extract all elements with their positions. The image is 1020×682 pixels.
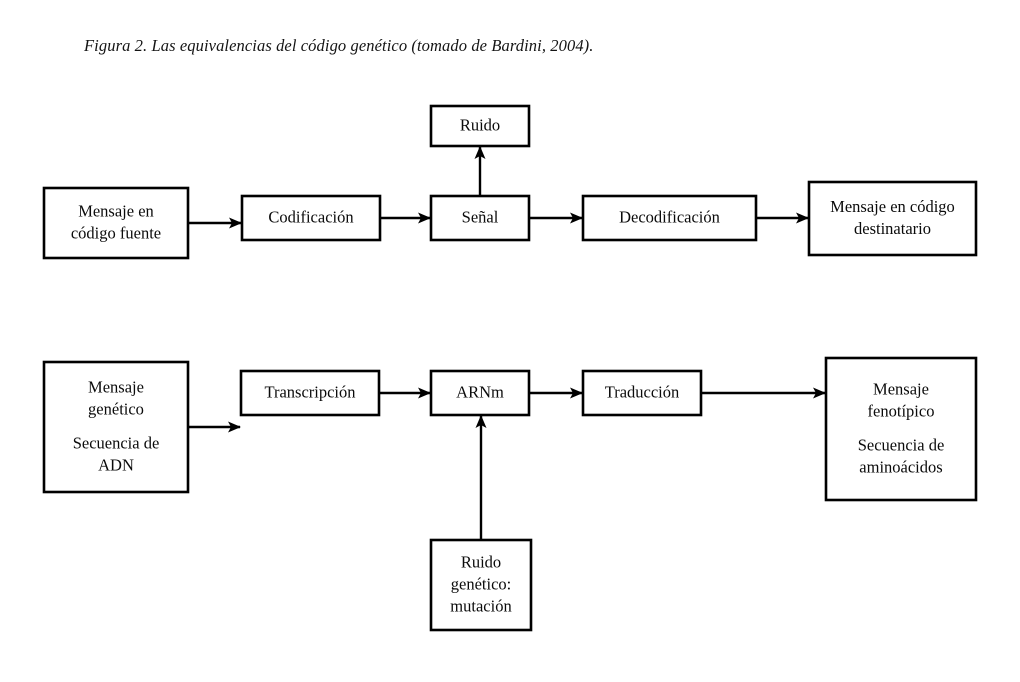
edge-senal-decodificacion <box>529 212 583 224</box>
figure-caption: Figura 2. Las equivalencias del código g… <box>84 36 594 55</box>
node-label-mensaje-fenotipico: Secuencia de <box>858 435 945 454</box>
node-label-ruido: Ruido <box>460 115 500 134</box>
node-label-mensaje-fenotipico: Mensaje <box>873 379 929 398</box>
node-label-ruido-genetico: mutación <box>450 596 511 615</box>
node-box-codificacion[interactable] <box>240 194 382 242</box>
edge-codificacion-senal-arrowhead <box>418 212 431 224</box>
node-label-ruido-genetico: Ruido <box>461 552 501 571</box>
node-label-mensaje-genetico: genético <box>88 399 144 418</box>
node-label-mensaje-genetico: ADN <box>98 455 134 474</box>
edge-traduccion-fenotipico <box>701 387 826 399</box>
edge-ruidogenetico-arnm <box>475 415 487 540</box>
node-label-decodificacion: Decodificación <box>619 207 720 226</box>
node-label-arnm: ARNm <box>456 382 504 401</box>
node-box-mensaje-codigo-fuente[interactable] <box>42 186 190 260</box>
node-box-traduccion[interactable] <box>581 369 703 417</box>
edge-arnm-traduccion <box>529 387 583 399</box>
edge-transcripcion-arnm-arrowhead <box>418 387 431 399</box>
edge-codificacion-senal <box>380 212 431 224</box>
edge-fuente-codificacion-arrowhead <box>229 217 242 229</box>
node-box-ruido-genetico[interactable] <box>429 538 533 632</box>
node-label-mensaje-codigo-destinatario: destinatario <box>854 219 931 238</box>
edge-decodificacion-destinatario-arrowhead <box>796 212 809 224</box>
node-box-mensaje-codigo-destinatario[interactable] <box>807 180 978 257</box>
node-label-transcripcion: Transcripción <box>264 382 355 401</box>
node-ruido[interactable]: Ruido <box>429 104 531 148</box>
edge-genetico-transcripcion <box>188 421 241 433</box>
node-label-ruido-genetico: genético: <box>451 574 511 593</box>
node-box-decodificacion[interactable] <box>581 194 758 242</box>
node-codificacion[interactable]: Codificación <box>240 194 382 242</box>
edge-decodificacion-destinatario <box>756 212 809 224</box>
node-box-ruido[interactable] <box>429 104 531 148</box>
edge-senal-ruido-arrowhead <box>474 146 486 159</box>
node-label-mensaje-fenotipico: aminoácidos <box>859 457 942 476</box>
node-box-mensaje-genetico[interactable] <box>42 360 190 494</box>
node-decodificacion[interactable]: Decodificación <box>581 194 758 242</box>
node-mensaje-codigo-fuente[interactable]: Mensaje en código fuente <box>42 186 190 260</box>
node-label-codificacion: Codificación <box>268 207 353 226</box>
edge-arnm-traduccion-arrowhead <box>570 387 583 399</box>
node-label-mensaje-genetico: Mensaje <box>88 377 144 396</box>
edge-genetico-transcripcion-arrowhead <box>228 421 241 433</box>
node-label-mensaje-codigo-fuente: Mensaje en <box>78 201 154 220</box>
nodes-layer: Mensaje en código fuente Codificación Señal… <box>42 104 978 632</box>
node-traduccion[interactable]: Traducción <box>581 369 703 417</box>
node-ruido-genetico[interactable]: Ruido genético: mutación <box>429 538 533 632</box>
node-box-senal[interactable] <box>429 194 531 242</box>
edges-layer <box>188 146 826 540</box>
node-arnm[interactable]: ARNm <box>429 369 531 417</box>
edge-traduccion-fenotipico-arrowhead <box>813 387 826 399</box>
edge-senal-ruido <box>474 146 486 196</box>
node-label-traduccion: Traducción <box>605 382 680 401</box>
node-box-mensaje-fenotipico[interactable] <box>824 356 978 502</box>
node-label-mensaje-codigo-fuente: código fuente <box>71 223 161 242</box>
node-transcripcion[interactable]: Transcripción <box>239 369 381 417</box>
node-senal[interactable]: Señal <box>429 194 531 242</box>
edge-transcripcion-arnm <box>379 387 431 399</box>
node-label-mensaje-genetico: Secuencia de <box>73 433 160 452</box>
node-box-transcripcion[interactable] <box>239 369 381 417</box>
edge-ruidogenetico-arnm-arrowhead <box>475 415 487 428</box>
node-label-mensaje-codigo-destinatario: Mensaje en código <box>830 197 955 216</box>
node-box-arnm[interactable] <box>429 369 531 417</box>
node-mensaje-codigo-destinatario[interactable]: Mensaje en código destinatario <box>807 180 978 257</box>
edge-fuente-codificacion <box>188 217 242 229</box>
edge-senal-decodificacion-arrowhead <box>570 212 583 224</box>
node-label-senal: Señal <box>462 207 499 226</box>
node-label-mensaje-fenotipico: fenotípico <box>868 401 935 420</box>
